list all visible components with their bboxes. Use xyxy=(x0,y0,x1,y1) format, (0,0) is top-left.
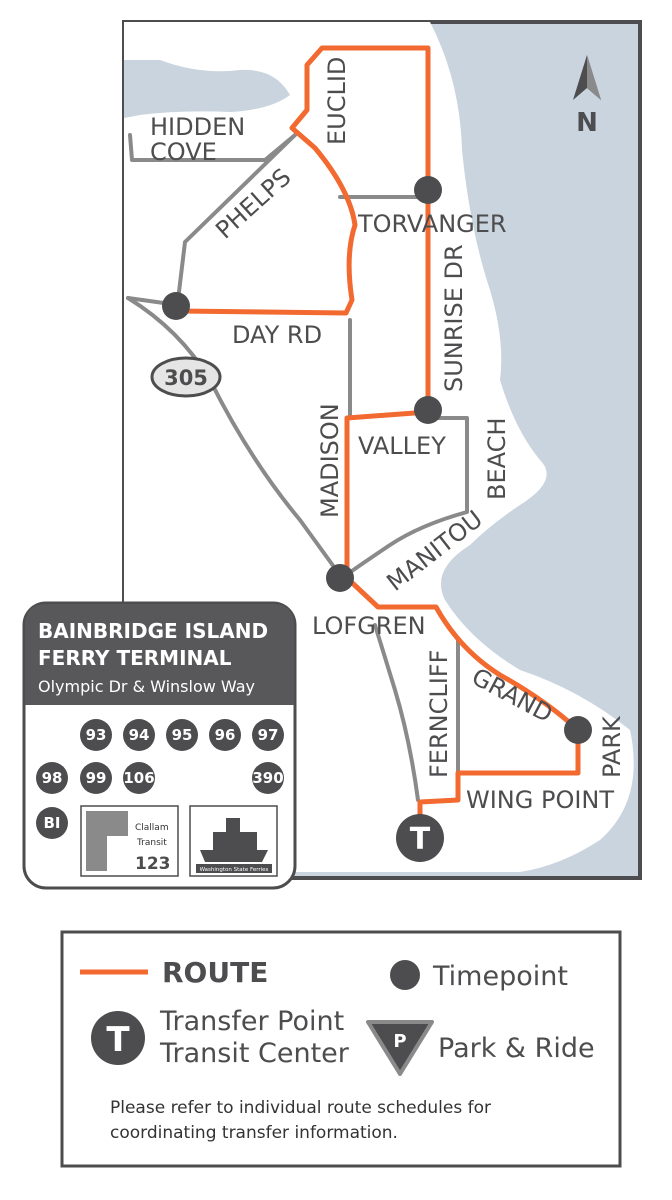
legend-transfer-line1: Transfer Point xyxy=(159,1006,344,1037)
clallam-logo-shape xyxy=(86,811,128,871)
bi-badge-circle xyxy=(36,807,68,839)
north-arrow-shade xyxy=(587,55,601,100)
label-hidden: HIDDEN xyxy=(150,113,245,141)
label-lofgren: LOFGREN xyxy=(312,612,426,640)
route-badge-95-circle xyxy=(166,719,198,751)
timepoint-lofgren xyxy=(326,564,354,592)
route-badge-97-circle xyxy=(252,719,284,751)
wsf-label: Washington State Ferries xyxy=(200,867,269,873)
transfer-point-icon xyxy=(396,814,444,862)
ferry-hull-icon xyxy=(200,850,268,862)
label-torvanger: TORVANGER xyxy=(357,210,507,238)
roads xyxy=(126,133,469,802)
legend-park-ride-icon xyxy=(366,1020,434,1076)
highway-305-shield xyxy=(150,356,222,398)
legend-transfer-line2: Transit Center xyxy=(159,1038,350,1069)
legend-note-line1: Please refer to individual route schedul… xyxy=(110,1098,491,1118)
label-madison: MADISON xyxy=(316,403,344,518)
legend: ROUTE Timepoint T Transfer Point Transit… xyxy=(60,930,622,1168)
label-day-rd: DAY RD xyxy=(232,321,322,349)
clallam-line2: Transit xyxy=(136,838,167,848)
route-badge-98: 98 xyxy=(42,769,63,787)
legend-transfer-icon xyxy=(91,1011,145,1065)
legend-timepoint-icon xyxy=(390,960,420,990)
route-badge-106: 106 xyxy=(123,769,154,787)
legend-park-letter: P xyxy=(393,1031,406,1052)
terminal-box: BAINBRIDGE ISLAND FERRY TERMINAL Olympic… xyxy=(22,601,297,890)
label-beach: BEACH xyxy=(483,418,511,500)
route-badge-95: 95 xyxy=(172,726,193,744)
timepoint-day-rd xyxy=(162,292,190,320)
timepoint-valley xyxy=(414,396,442,424)
route-badge-106-circle xyxy=(123,762,155,794)
route-badge-96-circle xyxy=(209,719,241,751)
legend-transfer-letter: T xyxy=(106,1020,130,1060)
label-park: PARK xyxy=(598,715,626,778)
timepoint-park xyxy=(564,716,592,744)
terminal-title-line1: BAINBRIDGE ISLAND xyxy=(38,619,268,643)
legend-route-label: ROUTE xyxy=(162,956,268,989)
clallam-number: 123 xyxy=(135,854,171,874)
terminal-title-line2: FERRY TERMINAL xyxy=(38,646,232,670)
highway-305-label: 305 xyxy=(164,366,208,390)
hidden-cove-water xyxy=(124,60,290,118)
route-badge-94: 94 xyxy=(129,726,150,744)
legend-park-label: Park & Ride xyxy=(438,1033,595,1064)
transfer-point-letter: T xyxy=(410,822,431,857)
label-ferncliff: FERNCLIFF xyxy=(425,650,453,778)
label-euclid: EUCLID xyxy=(323,57,351,145)
route-badge-97: 97 xyxy=(258,726,279,744)
label-sunrise-dr: SUNRISE DR xyxy=(440,244,468,392)
route-badge-94-circle xyxy=(123,719,155,751)
route-badge-96: 96 xyxy=(215,726,236,744)
route-badge-99: 99 xyxy=(86,769,107,787)
timepoint-torvanger xyxy=(414,176,442,204)
label-valley: VALLEY xyxy=(358,432,446,460)
route-badge-98-circle xyxy=(36,762,68,794)
ferry-tower-icon xyxy=(226,818,240,832)
legend-timepoint-label: Timepoint xyxy=(432,961,568,992)
route-badge-390: 390 xyxy=(252,769,283,787)
north-label: N xyxy=(576,108,598,138)
timepoints xyxy=(162,176,592,744)
ferry-deck-icon xyxy=(213,832,257,850)
route-badge-99-circle xyxy=(80,762,112,794)
label-cove: COVE xyxy=(150,138,217,166)
route-badge-93-circle xyxy=(80,719,112,751)
clallam-line1: Clallam xyxy=(135,823,169,833)
terminal-subtitle: Olympic Dr & Winslow Way xyxy=(38,677,255,696)
route-badge-93: 93 xyxy=(86,726,107,744)
route-badge-390-circle xyxy=(252,762,284,794)
legend-note-line2: coordinating transfer information. xyxy=(110,1123,398,1143)
bi-badge: BI xyxy=(43,814,60,832)
label-wing-point: WING POINT xyxy=(466,786,614,814)
